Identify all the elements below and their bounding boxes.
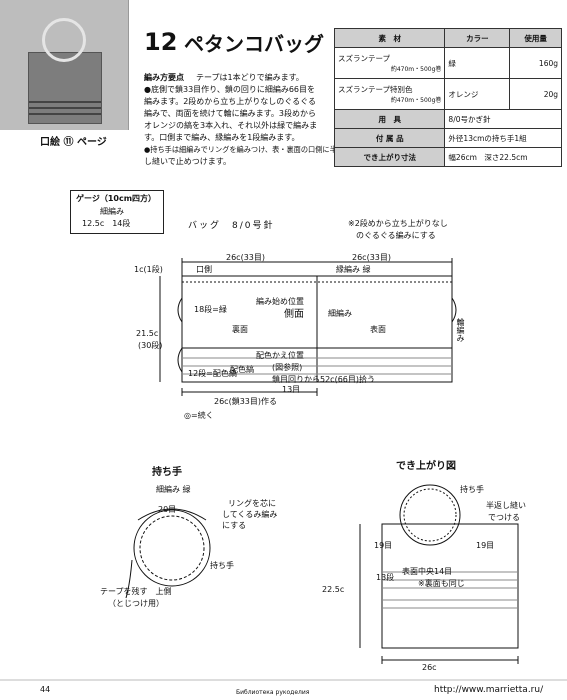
footer-caption: Библиотека рукоделия: [236, 689, 310, 696]
handle-title: 持ち手: [152, 467, 182, 478]
pattern-number: 12: [144, 28, 178, 56]
side-label: 側面: [284, 309, 304, 320]
back-same: ※裏面も同じ: [418, 579, 465, 588]
right-19: 19目: [476, 541, 495, 550]
size-value: 幅26cm 深さ22.5cm: [444, 147, 562, 167]
material-name: スズランテープ特別色: [338, 85, 413, 94]
footer-url: http://www.marrietta.ru/: [434, 685, 544, 695]
note-line: す。口側まで編み、縁編みを1段編みます。: [144, 133, 300, 142]
color-change: 配色かえ位置: [256, 351, 304, 360]
gauge-box: [70, 190, 164, 234]
photo-reference: 口絵 ⑪ ページ: [40, 137, 107, 148]
materials-table: 素 材 カラー 使用量 スズランテープ 約470m・500g巻 緑 160g ス…: [333, 28, 562, 167]
core-note-1: リングを芯に: [228, 499, 276, 508]
table-row: スズランテープ特別色 約470m・500g巻 オレンジ 20g: [333, 78, 562, 110]
height-rows: (30段): [138, 341, 163, 350]
material-sub: 約470m・500g巻: [390, 66, 442, 73]
mouth-side: 口側: [196, 265, 212, 274]
gauge-value: 12.5c 14段: [82, 219, 131, 228]
rows-18-green: 18段=緑: [194, 305, 227, 314]
orange-rows: 12段=配色縞: [188, 369, 237, 378]
width-left: 26c(33目): [226, 253, 265, 262]
note-line: し縫いで止めつけます。: [144, 157, 231, 166]
tape-note-2: （とじつけ用）: [108, 599, 164, 608]
finish-width: 26c: [422, 663, 437, 672]
continue-mark: ◎=続く: [184, 411, 214, 420]
pickup: 鎖目回りから52c(66目)拾う: [272, 375, 375, 384]
rows-13-finish: 13段: [376, 573, 395, 582]
bag-diagram-label: バッグ 8/0号針: [188, 221, 275, 231]
note-line: 編みます。2段めから立ち上がりなしのぐるぐる: [144, 97, 316, 106]
material-color: オレンジ: [444, 78, 511, 110]
notes-label: 編み方要点: [144, 73, 184, 82]
single-crochet: 細編み: [328, 309, 352, 318]
material-name: スズランテープ: [338, 54, 391, 63]
gauge-title: ゲージ（10cm四方）: [76, 194, 157, 203]
finish-handle: 持ち手: [460, 485, 484, 494]
bag-image: [28, 52, 102, 124]
back-face: 裏面: [232, 325, 248, 334]
finish-height: 22.5c: [322, 585, 345, 594]
front-face: 表面: [370, 325, 386, 334]
gauge-stitch: 細編み: [100, 207, 124, 216]
material-sub: 約470m・500g巻: [390, 97, 442, 104]
finish-title: でき上がり図: [396, 461, 456, 472]
left-19: 19目: [374, 541, 393, 550]
material-amount: 160g: [509, 47, 562, 79]
edging: 縁編み 緑: [336, 265, 371, 274]
note-line: 編みで、両面を続けて輪に編みます。3段めから: [144, 109, 316, 118]
height: 21.5c: [136, 329, 159, 338]
pattern-title: ペタンコバッグ: [184, 32, 324, 56]
size-label: でき上がり寸法: [333, 147, 446, 167]
note-line: ●底側で鎖33目作り、鎖の回りに細編み66目を: [144, 85, 316, 94]
see-figure: (図参照): [272, 363, 303, 372]
rows-13: 13目: [282, 385, 301, 394]
round-knit: 輪編み: [456, 318, 465, 342]
handle-count: 20目: [158, 505, 177, 514]
row-1: 1c(1段): [134, 265, 163, 274]
note-line: ●持ち手は細編みでリングを編みつけ、表・裏面の口側に半返: [144, 145, 344, 154]
width-right: 26c(33目): [352, 253, 391, 262]
sew-note-2: でつける: [488, 513, 520, 522]
center-14: 表面中央14目: [402, 567, 453, 576]
handle-stitch: 細編み 緑: [156, 485, 191, 494]
finished-bag-outline: [381, 523, 519, 649]
note-line: オレンジの縞を3本入れ、それ以外は緑で編みま: [144, 121, 318, 130]
tape-note-1: テープを残す 上側: [100, 587, 172, 596]
stripe-label: 配色縞: [230, 365, 254, 374]
ring-handle-image: [42, 18, 86, 62]
start-position: 編み始め位置: [256, 297, 304, 306]
handle-label: 持ち手: [210, 561, 234, 570]
page-number: 44: [40, 685, 51, 694]
core-note-2: してくるみ編み: [222, 510, 278, 519]
bag-photo: [0, 0, 129, 130]
sew-note-1: 半返し縫い: [486, 501, 526, 510]
material-amount: 20g: [509, 78, 562, 110]
note-line: テープは1本どりで編みます。: [196, 73, 304, 82]
chain: 26c(鎖33目)作る: [214, 397, 277, 406]
bag-note-2: のぐるぐる編みにする: [356, 231, 436, 240]
header-color: カラー: [444, 28, 511, 48]
header-material: 素 材: [333, 28, 446, 48]
bag-note-1: ※2段めから立ち上がりなし: [348, 219, 448, 228]
core-note-3: にする: [222, 521, 247, 530]
